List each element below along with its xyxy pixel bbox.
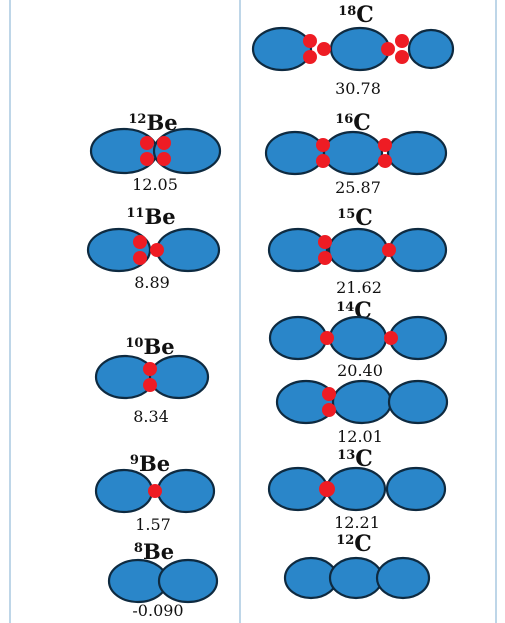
valence-neutron (395, 34, 409, 48)
valence-neutron (381, 42, 395, 56)
mass-number: 13 (337, 448, 355, 463)
valence-neutron (150, 243, 164, 257)
energy-value: 20.40 (337, 361, 383, 380)
element-symbol: Be (143, 334, 174, 359)
energy-value: 8.89 (134, 273, 170, 292)
element-symbol: C (354, 531, 372, 557)
alpha-cluster (94, 468, 154, 514)
energy-value: 8.34 (133, 407, 169, 426)
alpha-cluster (328, 315, 388, 361)
alpha-cluster (388, 227, 448, 273)
mass-number: 9 (130, 453, 139, 468)
valence-neutron (133, 251, 147, 265)
valence-neutron (316, 138, 330, 152)
energy-value: 21.62 (336, 278, 382, 297)
energy-value: 12.05 (132, 175, 178, 194)
isotope-label: 16C (335, 110, 371, 136)
mass-number: 16 (335, 112, 353, 127)
alpha-cluster (275, 379, 337, 425)
alpha-cluster (267, 227, 329, 273)
mass-number: 18 (338, 4, 356, 19)
valence-neutron (157, 152, 171, 166)
energy-value: 30.78 (335, 79, 381, 98)
element-symbol: C (353, 110, 371, 136)
valence-neutron (320, 331, 334, 345)
isotope-label: 18C (338, 2, 374, 28)
alpha-cluster (264, 130, 326, 176)
alpha-cluster (329, 26, 391, 72)
alpha-cluster (327, 227, 389, 273)
valence-neutron (319, 481, 335, 497)
mass-number: 10 (125, 336, 143, 351)
mass-number: 12 (128, 112, 146, 127)
valence-neutron (384, 331, 398, 345)
energy-value: -0.090 (132, 601, 183, 620)
valence-neutron (378, 138, 392, 152)
alpha-cluster (148, 354, 210, 400)
valence-neutron (140, 136, 154, 150)
element-symbol: C (355, 205, 373, 231)
alpha-cluster (267, 466, 329, 512)
alpha-cluster (375, 556, 431, 600)
valence-neutron (395, 50, 409, 64)
isotope-label: 10Be (125, 334, 174, 359)
mass-number: 12 (336, 533, 354, 548)
valence-neutron (316, 154, 330, 168)
valence-neutron (133, 235, 147, 249)
alpha-cluster (94, 354, 156, 400)
energy-value: 1.57 (135, 515, 171, 534)
isotope-label: 12Be (128, 110, 177, 135)
valence-neutron (157, 136, 171, 150)
energy-value: 12.01 (337, 427, 383, 446)
element-symbol: C (355, 446, 373, 472)
valence-neutron (322, 387, 336, 401)
mass-number: 15 (337, 207, 355, 222)
valence-neutron (378, 154, 392, 168)
valence-neutron (303, 50, 317, 64)
alpha-cluster (89, 127, 159, 175)
alpha-cluster (156, 468, 216, 514)
alpha-cluster (407, 28, 455, 70)
mass-number: 11 (126, 206, 144, 221)
valence-neutron (382, 243, 396, 257)
valence-neutron (140, 152, 154, 166)
alpha-cluster (388, 315, 448, 361)
alpha-cluster (322, 130, 384, 176)
element-symbol: C (356, 2, 374, 28)
alpha-cluster (325, 466, 387, 512)
alpha-cluster (385, 466, 447, 512)
valence-neutron (318, 235, 332, 249)
alpha-cluster (386, 130, 448, 176)
alpha-cluster (331, 379, 393, 425)
mass-number: 14 (336, 300, 354, 315)
valence-neutron (318, 251, 332, 265)
isotope-label: 9Be (130, 451, 170, 476)
isotope-label: 15C (337, 205, 373, 231)
mass-number: 8 (134, 541, 143, 556)
alpha-cluster (251, 26, 313, 72)
alpha-cluster (155, 227, 221, 273)
isotope-label: 8Be (134, 539, 174, 564)
energy-value: 25.87 (335, 178, 381, 197)
alpha-cluster (152, 127, 222, 175)
element-symbol: Be (143, 539, 174, 564)
valence-neutron (317, 42, 331, 56)
valence-neutron (303, 34, 317, 48)
valence-neutron (143, 362, 157, 376)
element-symbol: Be (144, 204, 175, 229)
alpha-cluster (268, 315, 328, 361)
valence-neutron (322, 403, 336, 417)
valence-neutron (148, 484, 162, 498)
isotope-label: 12C (336, 531, 372, 557)
energy-value: 12.21 (334, 513, 380, 532)
valence-neutron (143, 378, 157, 392)
alpha-cluster (328, 556, 384, 600)
element-symbol: Be (139, 451, 170, 476)
alpha-cluster (387, 379, 449, 425)
isotope-label: 11Be (126, 204, 175, 229)
isotope-label: 13C (337, 446, 373, 472)
alpha-cluster (157, 558, 219, 604)
